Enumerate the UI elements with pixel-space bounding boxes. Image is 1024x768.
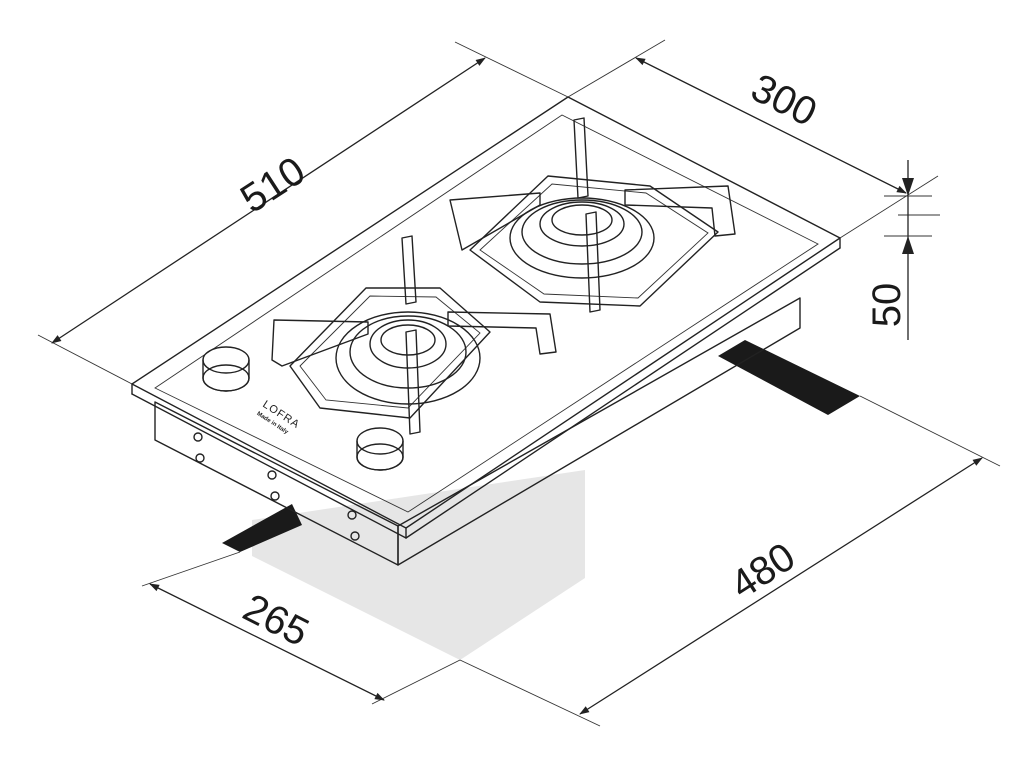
body-screws: [193, 432, 360, 541]
dimension-label-50: 50: [865, 283, 909, 328]
dimension-label-510: 510: [233, 148, 313, 221]
support-bars: [222, 340, 860, 552]
hob-top-plate: [131, 96, 841, 539]
brand-label: LOFRA Made in Italy: [255, 398, 301, 436]
dimension-label-480: 480: [723, 534, 803, 607]
burner-front: [271, 235, 557, 435]
dimension-50: 50: [865, 160, 940, 340]
knob-rear: [202, 346, 250, 392]
knob-front: [356, 427, 404, 471]
cutout-area: [252, 470, 585, 660]
dimension-label-300: 300: [744, 66, 823, 136]
hob-body: [154, 297, 801, 566]
dimension-label-265: 265: [236, 586, 315, 656]
